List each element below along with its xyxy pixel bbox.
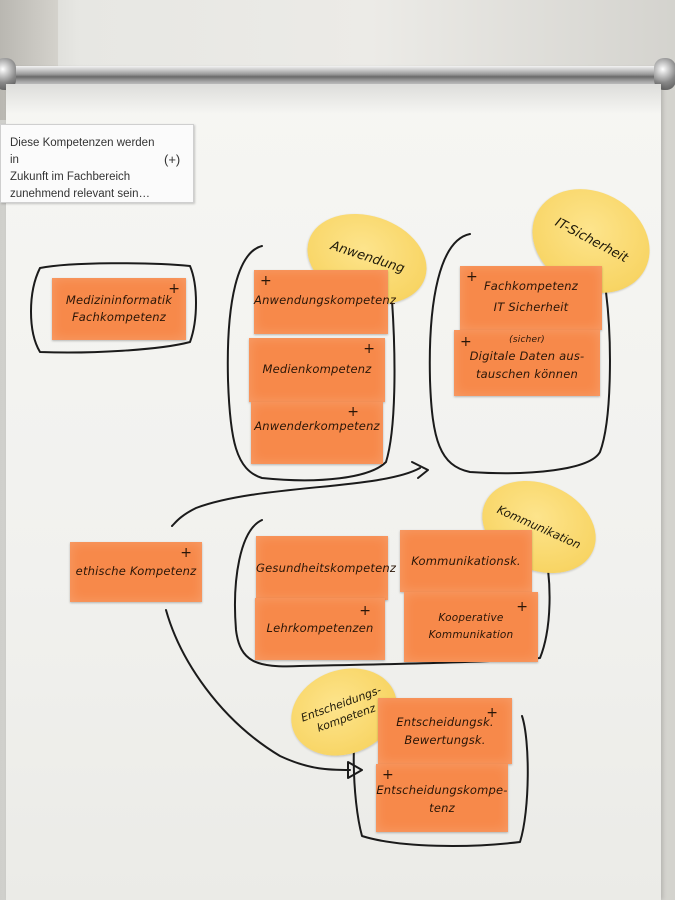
note-gesundheitskompetenz: Gesundheitskompetenz bbox=[256, 536, 397, 600]
note-text-line-1: Fachkompetenz bbox=[483, 279, 579, 293]
note-text-line-1: Entscheidungskompe- bbox=[376, 783, 508, 797]
note-ethische-kompetenz: + ethische Kompetenz bbox=[70, 542, 202, 602]
note-anwendungskompetenz: + Anwendungskompetenz bbox=[254, 270, 397, 334]
note-text-line-2: IT Sicherheit bbox=[493, 300, 569, 314]
plus-mark: + bbox=[460, 334, 472, 350]
plus-mark: + bbox=[382, 767, 394, 783]
arrowhead-1 bbox=[411, 461, 429, 479]
note-text-line-1: Lehrkompetenzen bbox=[266, 621, 374, 635]
plus-mark: + bbox=[260, 273, 272, 289]
note-text-line-2: Bewertungsk. bbox=[404, 733, 486, 747]
note-text-line-1: Anwendungskompetenz bbox=[254, 293, 397, 307]
header-card-marker: (+) bbox=[164, 152, 181, 167]
note-anwenderkompetenz: + Anwenderkompetenz bbox=[251, 402, 383, 464]
note-text-line-1: (sicher) bbox=[509, 335, 545, 345]
plus-mark: + bbox=[168, 281, 180, 297]
note-digitale-daten: + (sicher) Digitale Daten aus- tauschen … bbox=[454, 330, 600, 396]
plus-mark: + bbox=[516, 599, 528, 615]
note-text-line-1: Kooperative bbox=[438, 612, 504, 624]
plus-mark: + bbox=[347, 404, 359, 420]
note-medizininformatik: + Medizininformatik Fachkompetenz bbox=[52, 278, 186, 340]
plus-mark: + bbox=[486, 705, 498, 721]
note-medienkompetenz: + Medienkompetenz bbox=[249, 338, 385, 402]
rod-end-left bbox=[0, 58, 16, 90]
header-card-text: Diese Kompetenzen werden in Zukunft im F… bbox=[10, 135, 160, 203]
plus-mark: + bbox=[363, 341, 375, 357]
note-text-line-2: Digitale Daten aus- bbox=[469, 349, 585, 363]
note-lehrkompetenzen: + Lehrkompetenzen bbox=[255, 598, 385, 660]
note-entscheidungskompetenz: + Entscheidungskompe- tenz bbox=[376, 764, 508, 832]
note-text-line-1: Anwenderkompetenz bbox=[254, 419, 380, 433]
note-fachkompetenz-it: + Fachkompetenz IT Sicherheit bbox=[460, 266, 602, 330]
outline-it bbox=[428, 233, 611, 475]
outline-medizininformatik bbox=[30, 262, 197, 354]
note-text-line-2: tenz bbox=[429, 801, 455, 815]
flipchart-rod bbox=[0, 66, 675, 84]
plus-mark: + bbox=[359, 603, 371, 619]
header-card: Diese Kompetenzen werden in Zukunft im F… bbox=[0, 124, 194, 203]
arrowhead-2 bbox=[347, 761, 363, 779]
note-entscheidungsk: + Entscheidungsk. Bewertungsk. bbox=[378, 698, 512, 764]
note-kommunikationsk: Kommunikationsk. bbox=[400, 530, 532, 592]
header-line-1: Diese Kompetenzen werden in bbox=[10, 137, 155, 166]
rod-end-right bbox=[654, 58, 675, 90]
paper-shadow bbox=[6, 84, 661, 114]
note-text-line-2: Kommunikation bbox=[428, 629, 514, 641]
note-text-line-1: Medienkompetenz bbox=[262, 362, 372, 376]
plus-mark: + bbox=[180, 545, 192, 561]
plus-mark: + bbox=[466, 269, 478, 285]
note-text-line-1: Medizininformatik bbox=[65, 293, 173, 307]
note-text-line-1: Entscheidungsk. bbox=[396, 715, 494, 729]
header-line-3: zunehmend relevant sein… bbox=[10, 188, 150, 200]
note-text-line-3: tauschen können bbox=[475, 367, 579, 381]
note-text-line-1: Kommunikationsk. bbox=[411, 554, 521, 568]
note-kooperative-kommunikation: + Kooperative Kommunikation bbox=[404, 592, 538, 662]
note-text-line-1: Gesundheitskompetenz bbox=[256, 561, 397, 575]
arrow-anwendung-to-kommunikation bbox=[171, 467, 421, 527]
header-line-2: Zukunft im Fachbereich bbox=[10, 171, 131, 183]
arrow-ethik-to-entscheidung bbox=[165, 609, 351, 771]
note-text-line-2: Fachkompetenz bbox=[71, 310, 167, 324]
outline-kommunikation bbox=[234, 519, 551, 668]
note-text-line-1: ethische Kompetenz bbox=[75, 564, 197, 578]
